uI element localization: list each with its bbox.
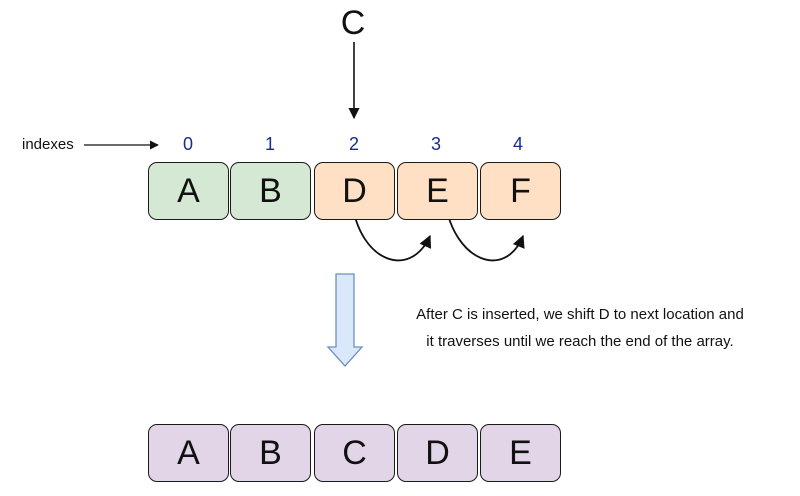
array-cell: B: [230, 162, 311, 220]
index-label: 2: [348, 134, 359, 154]
explanation-line: it traverses until we reach the end of t…: [426, 333, 734, 350]
index-label: 0: [182, 134, 193, 154]
result-down-arrow: [326, 273, 364, 367]
inserted-element-label: C: [340, 4, 366, 42]
array-cell: A: [148, 424, 229, 482]
index-label: 4: [512, 134, 523, 154]
array-cell: F: [480, 162, 561, 220]
shift-arrow-d-to-e: [351, 201, 432, 262]
index-label: 1: [264, 134, 275, 154]
array-cell: C: [314, 424, 395, 482]
array-cell: A: [148, 162, 229, 220]
index-label: 3: [430, 134, 441, 154]
array-cell: D: [397, 424, 478, 482]
array-cell: D: [314, 162, 395, 220]
indexes-label: indexes: [22, 136, 74, 153]
shift-arrow-e-to-f: [444, 201, 525, 262]
explanation-line: After C is inserted, we shift D to next …: [416, 306, 744, 323]
array-cell: B: [230, 424, 311, 482]
array-cell: E: [480, 424, 561, 482]
array-cell: E: [397, 162, 478, 220]
